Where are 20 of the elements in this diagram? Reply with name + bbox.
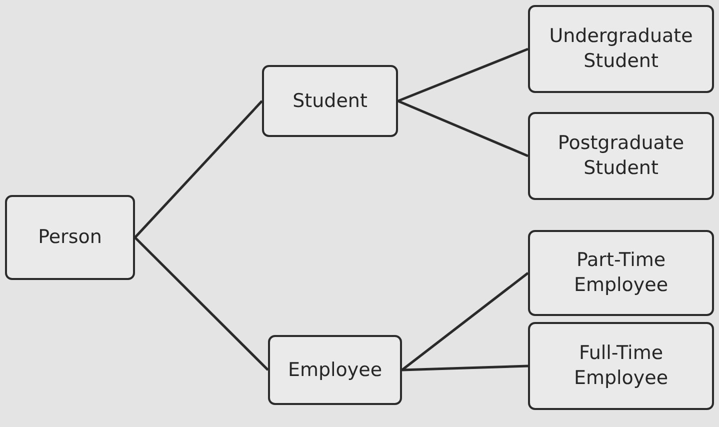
class-box [268, 335, 402, 405]
connector-line [134, 100, 263, 238]
connector-line [134, 236, 269, 371]
connector-line [401, 272, 529, 371]
class-box [5, 195, 135, 280]
class-box [528, 230, 714, 316]
connector-line [398, 100, 528, 158]
connector-line [402, 364, 528, 372]
class-name: Part-Time Employee [572, 248, 670, 298]
class-box [528, 322, 714, 410]
class-box [528, 5, 714, 93]
class-name: Postgraduate Student [556, 131, 686, 181]
class-name: Undergraduate Student [548, 24, 694, 74]
class-box [528, 112, 714, 200]
class-box [262, 65, 398, 137]
class-name: Person [38, 225, 102, 250]
connector-line [398, 48, 528, 102]
class-name: Student [292, 88, 368, 114]
class-name: Employee [288, 358, 382, 382]
class-name: Full-Time Employee [572, 341, 670, 391]
